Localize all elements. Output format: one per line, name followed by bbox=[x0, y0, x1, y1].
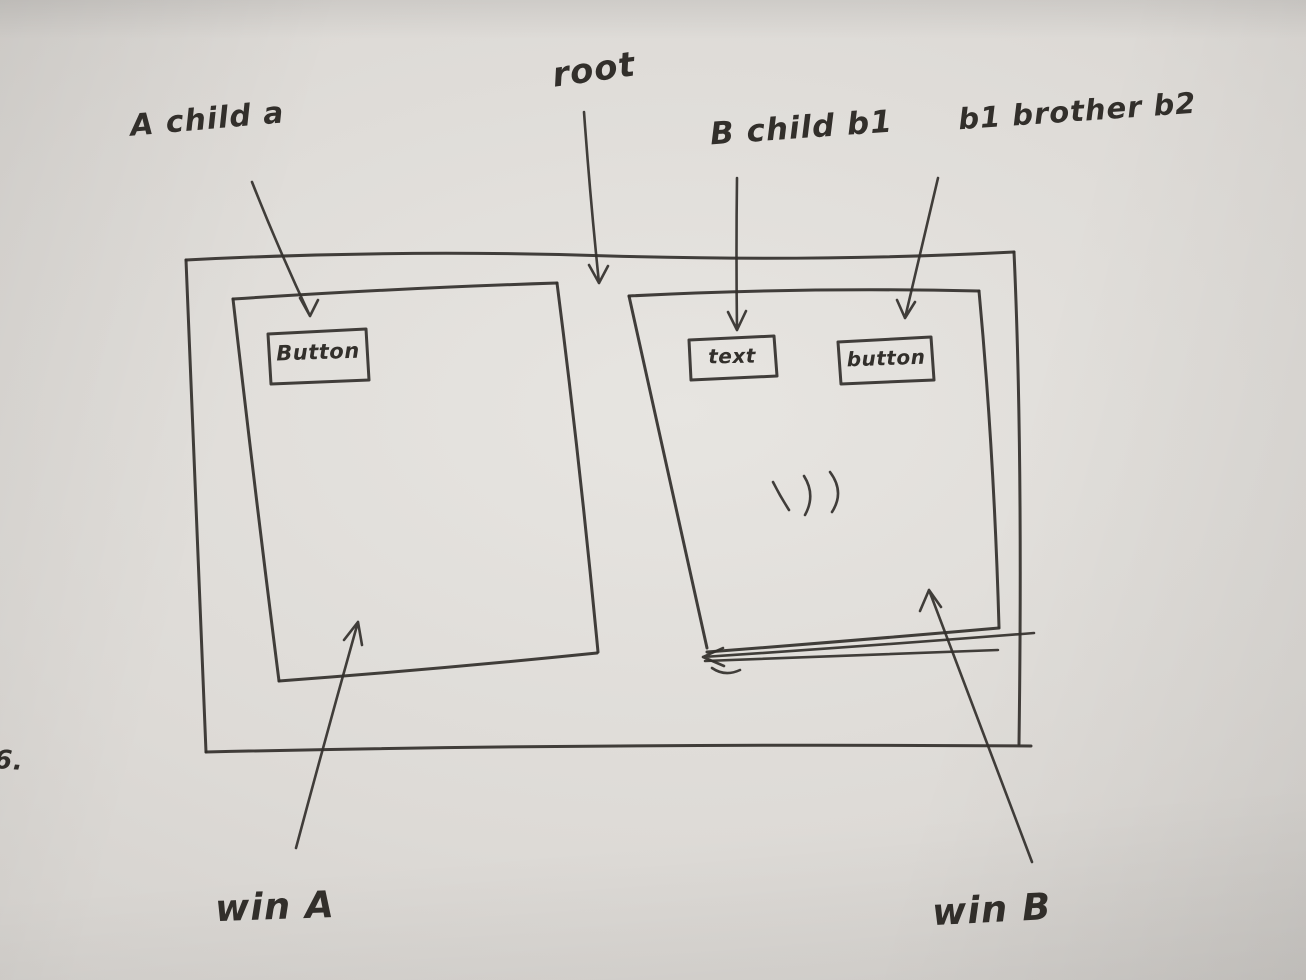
win-b-text-label: text bbox=[707, 343, 757, 369]
win-a-frame bbox=[231, 281, 600, 683]
win-b-button-label: button bbox=[846, 344, 926, 372]
win-a-button-box bbox=[266, 327, 371, 386]
arrow-b-child-b1 bbox=[726, 176, 748, 332]
arrow-win-a bbox=[294, 620, 364, 850]
root-frame bbox=[184, 250, 1033, 754]
arrow-a-child-a bbox=[250, 180, 320, 318]
arrow-root bbox=[582, 110, 610, 285]
arrow-win-b bbox=[918, 588, 1034, 864]
arrow-b1-brother-b2 bbox=[895, 176, 940, 320]
scribble-marks bbox=[771, 470, 840, 517]
win-b-button-box bbox=[836, 335, 936, 386]
stray-mark: 6. bbox=[0, 744, 25, 778]
arrow-win-b-bottom-left bbox=[701, 631, 1036, 668]
win-b-text-box bbox=[687, 334, 779, 382]
label-win-a: win A bbox=[214, 882, 336, 931]
win-b-frame bbox=[627, 288, 1001, 675]
label-win-b: win B bbox=[930, 884, 1053, 935]
win-a-button-label: Button bbox=[275, 338, 361, 366]
